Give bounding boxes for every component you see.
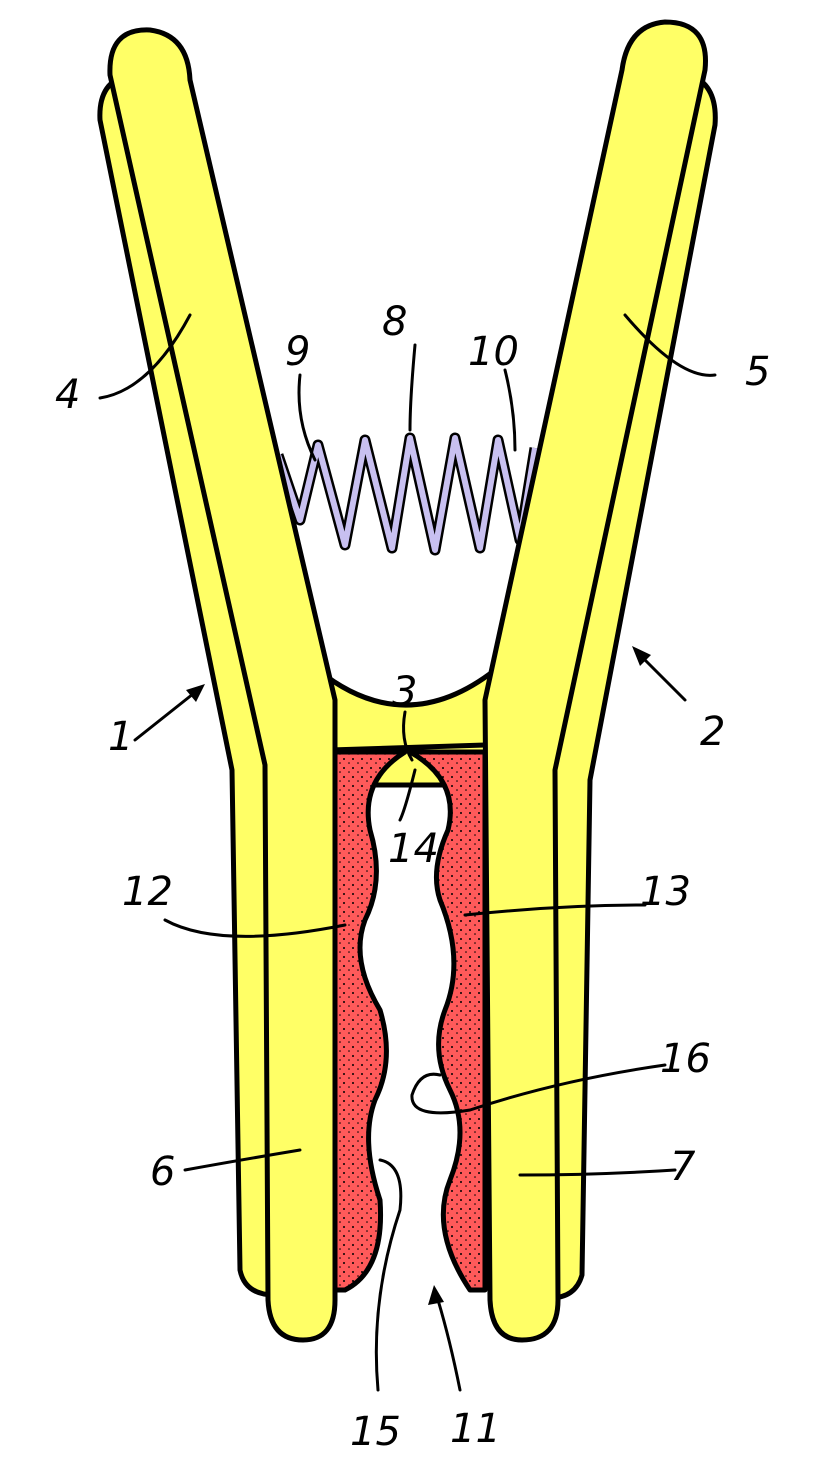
label-6: 6 (150, 1149, 175, 1195)
label-13: 13 (640, 869, 691, 915)
label-4: 4 (55, 372, 80, 418)
label-16: 16 (660, 1036, 711, 1082)
label-2: 2 (700, 709, 725, 755)
label-1: 1 (108, 714, 133, 760)
spring (278, 438, 535, 550)
label-9: 9 (285, 329, 310, 375)
label-14: 14 (388, 826, 439, 872)
label-11: 11 (450, 1406, 501, 1452)
label-5: 5 (745, 349, 770, 395)
label-15: 15 (350, 1409, 401, 1455)
half-right (485, 22, 715, 1340)
label-8: 8 (382, 299, 407, 345)
label-10: 10 (468, 329, 519, 375)
label-3: 3 (392, 669, 417, 715)
label-12: 12 (122, 869, 173, 915)
label-7: 7 (670, 1144, 696, 1190)
half-left (100, 30, 335, 1340)
